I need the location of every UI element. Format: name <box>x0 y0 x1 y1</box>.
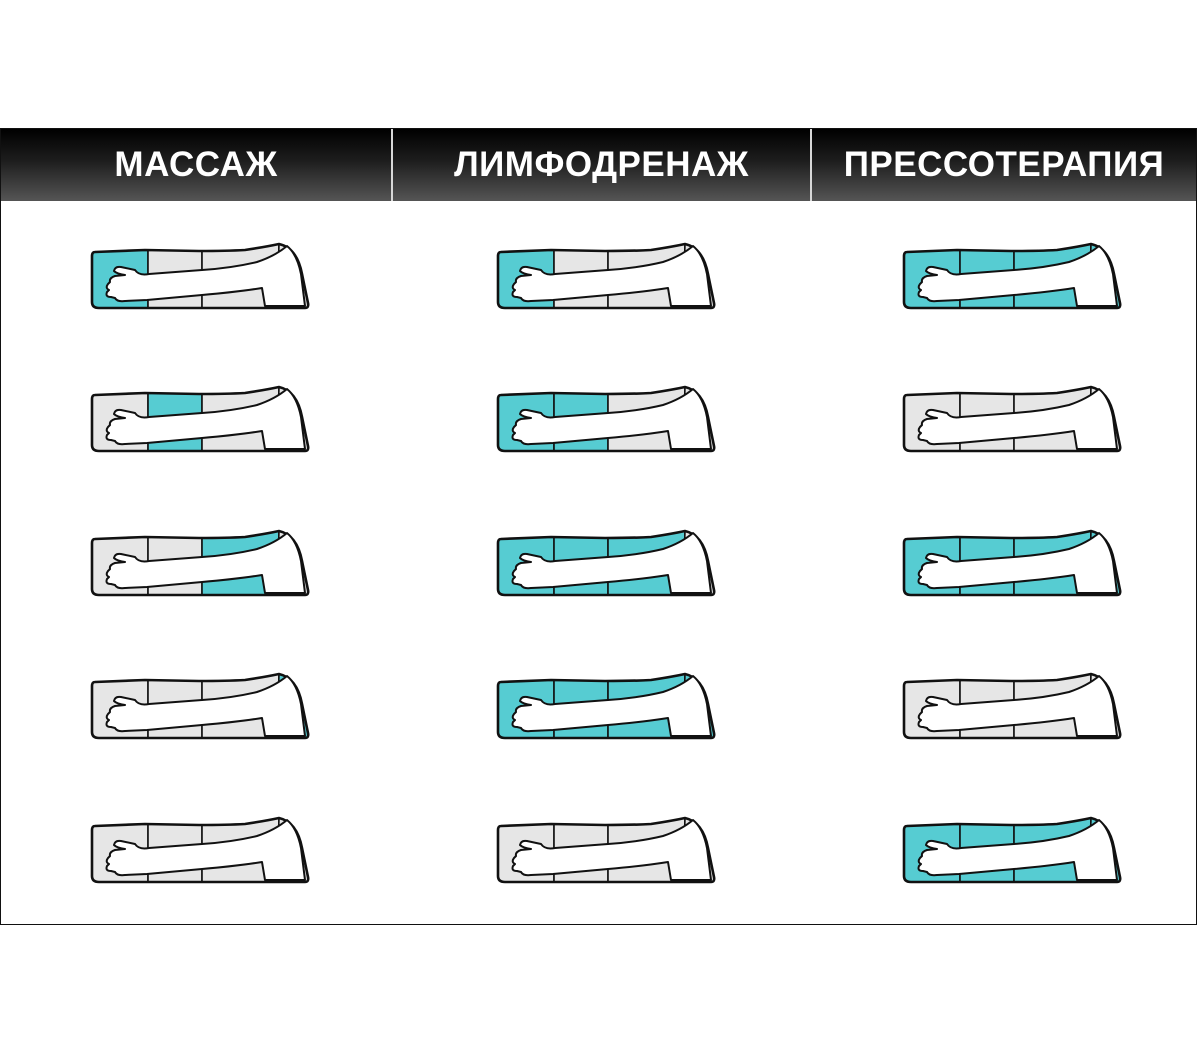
arm-silhouette-icon <box>511 245 712 307</box>
arm-silhouette-icon <box>917 388 1118 450</box>
arm-silhouette-icon <box>917 245 1118 307</box>
column-title-massage: МАССАЖ <box>114 145 278 184</box>
arm-silhouette-icon <box>511 532 712 594</box>
arm-silhouette-icon <box>105 819 306 881</box>
arm-diagram-col1-row2 <box>90 385 310 453</box>
sleeve-outline <box>90 242 310 310</box>
arm-diagram-col2-row1 <box>496 242 716 310</box>
arm-silhouette-icon <box>105 245 306 307</box>
sleeve-outline <box>902 385 1122 453</box>
arm-diagram-col3-row2 <box>902 385 1122 453</box>
sleeve-outline <box>496 816 716 884</box>
arm-diagram-col1-row4 <box>90 672 310 740</box>
arm-diagram-col2-row2 <box>496 385 716 453</box>
sleeve-outline <box>90 672 310 740</box>
arm-diagram-col2-row5 <box>496 816 716 884</box>
arm-grid <box>1 201 1196 924</box>
diagram-frame: МАССАЖ ЛИМФОДРЕНАЖ ПРЕССОТЕРАПИЯ <box>0 128 1197 925</box>
column-title-lymphodrainage: ЛИМФОДРЕНАЖ <box>391 129 810 201</box>
arm-silhouette-icon <box>105 532 306 594</box>
arm-silhouette-icon <box>917 819 1118 881</box>
sleeve-outline <box>496 242 716 310</box>
arm-silhouette-icon <box>917 675 1118 737</box>
arm-diagram-col2-row4 <box>496 672 716 740</box>
arm-silhouette-icon <box>511 819 712 881</box>
arm-silhouette-icon <box>511 675 712 737</box>
arm-silhouette-icon <box>917 532 1118 594</box>
arm-silhouette-icon <box>511 388 712 450</box>
arm-diagram-col1-row5 <box>90 816 310 884</box>
sleeve-outline <box>496 529 716 597</box>
sleeve-outline <box>90 385 310 453</box>
sleeve-outline <box>496 385 716 453</box>
sleeve-outline <box>902 529 1122 597</box>
header-bar: МАССАЖ ЛИМФОДРЕНАЖ ПРЕССОТЕРАПИЯ <box>1 129 1196 201</box>
column-title-pressotherapy: ПРЕССОТЕРАПИЯ <box>810 129 1196 201</box>
arm-silhouette-icon <box>105 388 306 450</box>
sleeve-outline <box>902 242 1122 310</box>
sleeve-outline <box>90 529 310 597</box>
arm-silhouette-icon <box>105 675 306 737</box>
arm-diagram-col3-row3 <box>902 529 1122 597</box>
arm-diagram-col1-row3 <box>90 529 310 597</box>
sleeve-outline <box>902 816 1122 884</box>
arm-diagram-col1-row1 <box>90 242 310 310</box>
arm-diagram-col3-row5 <box>902 816 1122 884</box>
sleeve-outline <box>496 672 716 740</box>
arm-diagram-col2-row3 <box>496 529 716 597</box>
arm-diagram-col3-row4 <box>902 672 1122 740</box>
arm-diagram-col3-row1 <box>902 242 1122 310</box>
sleeve-outline <box>902 672 1122 740</box>
sleeve-outline <box>90 816 310 884</box>
